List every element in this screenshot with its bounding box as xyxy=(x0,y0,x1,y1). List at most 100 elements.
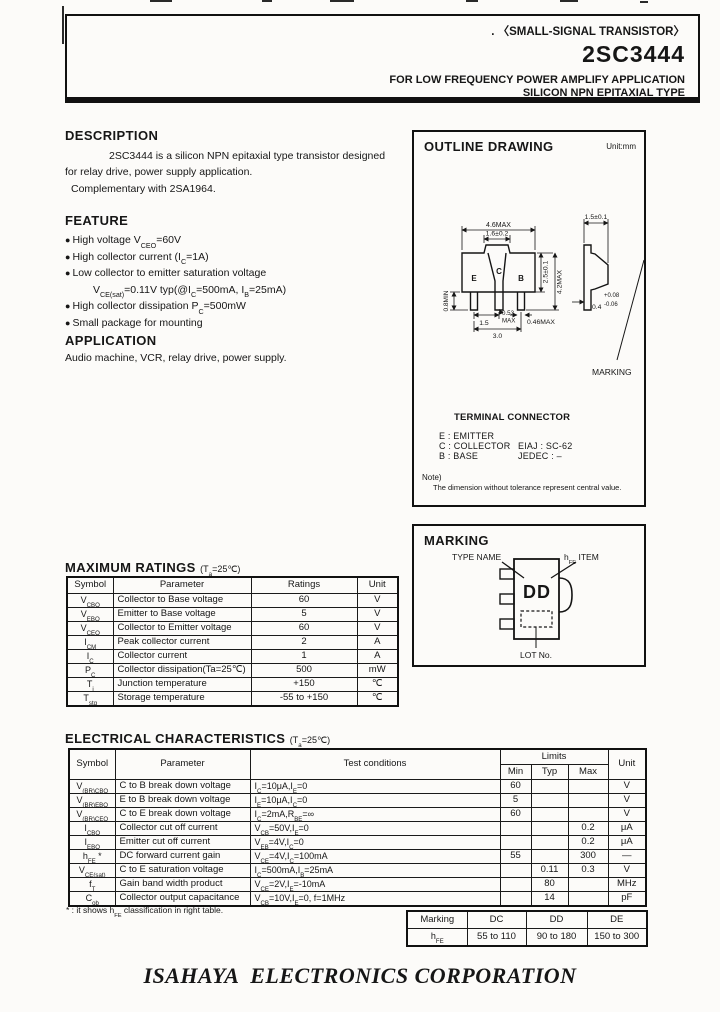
table-cell xyxy=(499,863,532,878)
table-cell: IE=10μA,IC=0 xyxy=(249,793,501,808)
unit-label: Unit:mm xyxy=(606,142,636,151)
max-ratings-condition: (Ta=25℃) xyxy=(200,564,241,579)
package-eiaj: EIAJ : SC-62 xyxy=(518,441,573,451)
table-cell: -55 to +150 xyxy=(250,691,358,707)
dim-lead-thickness-plus: +0.08 xyxy=(604,293,620,299)
table-cell: DD xyxy=(525,910,588,929)
table-cell xyxy=(499,891,532,907)
table-cell: VCEO xyxy=(66,621,114,636)
table-cell: V xyxy=(607,793,647,808)
lead-label-b: B xyxy=(518,274,524,283)
feature-item: VCE(sat)=0.11V typ(@IC=500mA, IB=25mA) xyxy=(65,282,405,299)
table-cell xyxy=(530,835,569,850)
table-cell: 60 xyxy=(250,593,358,608)
electrical-condition: (Ta=25℃) xyxy=(289,735,331,750)
table-cell xyxy=(530,849,569,864)
package-jedec: JEDEC : – xyxy=(518,451,562,461)
dim-c-lead-width-max: MAX xyxy=(502,318,515,325)
application-section: APPLICATION Audio machine, VCR, relay dr… xyxy=(65,333,405,366)
table-cell: IC=10μA,IE=0 xyxy=(249,779,501,794)
feature-item-text: VCE(sat)=0.11V typ(@IC=500mA, IB=25mA) xyxy=(93,283,287,300)
table-cell xyxy=(499,821,532,836)
feature-heading: FEATURE xyxy=(65,213,129,228)
dim-tab-width: 1.6±0.2 xyxy=(486,231,509,238)
feature-item-text: High collector dissipation PC=500mW xyxy=(72,300,246,316)
table-cell: Collector to Base voltage xyxy=(112,593,252,608)
table-cell xyxy=(567,793,609,808)
table-cell: VCBO xyxy=(66,593,114,608)
table-cell: IC xyxy=(66,649,114,664)
lead-label-e: E xyxy=(471,274,477,283)
table-cell: V xyxy=(607,807,647,822)
table-cell: ICM xyxy=(66,635,114,650)
feature-item: ●High collector dissipation PC=500mW xyxy=(65,298,405,315)
company-name: ISAHAYA ELECTRONICS CORPORATION xyxy=(143,963,577,988)
table-cell: 0.2 xyxy=(567,821,609,836)
table-cell: IEBO xyxy=(68,835,116,850)
table-cell: — xyxy=(607,849,647,864)
table-cell: VCE(sat) xyxy=(68,863,116,878)
lot-no-label: LOT No. xyxy=(520,650,552,660)
table-cell: pF xyxy=(607,891,647,907)
table-cell: 1 xyxy=(250,649,358,664)
bullet-icon: ● xyxy=(65,235,71,245)
electrical-table: Symbol Parameter Test conditions Limits … xyxy=(68,748,648,907)
table-cell: DC xyxy=(466,910,527,929)
table-cell: Tstg xyxy=(66,691,114,707)
column-header: Unit xyxy=(607,748,647,780)
table-cell: Collector output capacitance xyxy=(114,891,251,907)
table-cell: DC forward current gain xyxy=(114,849,251,864)
table-cell: Collector current xyxy=(112,649,252,664)
table-cell: 60 xyxy=(499,779,532,794)
table-cell: Emitter to Base voltage xyxy=(112,607,252,622)
table-cell xyxy=(567,877,609,892)
table-cell: ℃ xyxy=(356,677,399,692)
terminal-base: B : BASE xyxy=(439,451,479,461)
table-cell: Collector to Emitter voltage xyxy=(112,621,252,636)
table-cell: μA xyxy=(607,835,647,850)
lead-label-c: C xyxy=(496,267,502,276)
feature-item: ●High voltage VCEO=60V xyxy=(65,232,405,249)
table-cell: 0.11 xyxy=(530,863,569,878)
table-cell: V xyxy=(607,863,647,878)
scan-artifact xyxy=(62,6,64,44)
type-name-label: TYPE NAME xyxy=(452,552,502,562)
column-header: Limits xyxy=(499,748,609,765)
table-cell: Collector cut off current xyxy=(114,821,251,836)
scan-artifact xyxy=(466,0,478,2)
marking-title: MARKING xyxy=(424,533,489,548)
table-cell: Emitter cut off current xyxy=(114,835,251,850)
marking-box: MARKING TYPE NAME hFE ITEM DD LOT No. xyxy=(412,524,646,667)
table-cell xyxy=(567,779,609,794)
outline-note-label: Note) xyxy=(422,473,442,482)
outline-drawing-title: OUTLINE DRAWING xyxy=(424,139,554,154)
description-complementary: Complementary with 2SA1964. xyxy=(71,183,216,195)
column-header: Unit xyxy=(356,576,399,594)
column-header: Test conditions xyxy=(249,748,501,780)
table-cell: VEBO xyxy=(66,607,114,622)
table-cell: VCB=10V,IE=0, f=1MHz xyxy=(249,891,501,907)
table-cell: ICBO xyxy=(68,821,116,836)
table-cell: 2 xyxy=(250,635,358,650)
dim-body-width: 4.6MAX xyxy=(486,222,511,229)
table-cell: Collector dissipation(Ta=25℃) xyxy=(112,663,252,678)
table-cell: C to E saturation voltage xyxy=(114,863,251,878)
table-cell: VCE=2V,IE=-10mA xyxy=(249,877,501,892)
dim-lead-length: 0.8MIN xyxy=(443,290,450,311)
table-cell: +150 xyxy=(250,677,358,692)
table-cell: A xyxy=(356,635,399,650)
table-header-row: Min Typ Max xyxy=(69,764,646,780)
outline-note-text: The dimension without tolerance represen… xyxy=(433,483,622,492)
table-cell: μA xyxy=(607,821,647,836)
application-line-1: FOR LOW FREQUENCY POWER AMPLIFY APPLICAT… xyxy=(389,74,685,86)
